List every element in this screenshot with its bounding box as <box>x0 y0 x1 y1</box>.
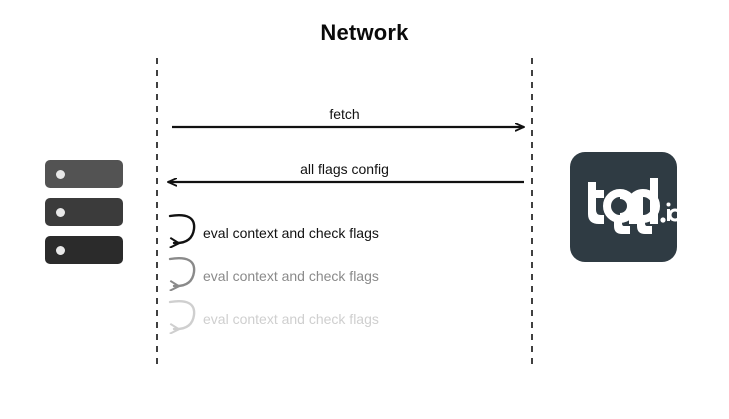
message-label-all-flags-config: all flags config <box>300 161 389 177</box>
server-led-icon <box>56 170 65 179</box>
tggl-logo-icon <box>570 152 677 262</box>
server-led-icon <box>56 208 65 217</box>
server-bar-middle <box>45 198 123 226</box>
self-loop-arrow-0 <box>168 214 196 243</box>
server-icon <box>45 160 123 264</box>
message-label-fetch: fetch <box>329 106 360 122</box>
self-loop-label-0: eval context and check flags <box>203 225 379 241</box>
server-led-icon <box>56 246 65 255</box>
server-bar-bottom <box>45 236 123 264</box>
self-loop-arrow-2 <box>168 300 196 329</box>
self-loop-label-1: eval context and check flags <box>203 268 379 284</box>
self-loop-label-2: eval context and check flags <box>203 311 379 327</box>
self-loop-arrow-1 <box>168 257 196 286</box>
tggl-wordmark-icon <box>588 178 677 234</box>
server-bar-top <box>45 160 123 188</box>
page-title: Network <box>320 20 409 45</box>
